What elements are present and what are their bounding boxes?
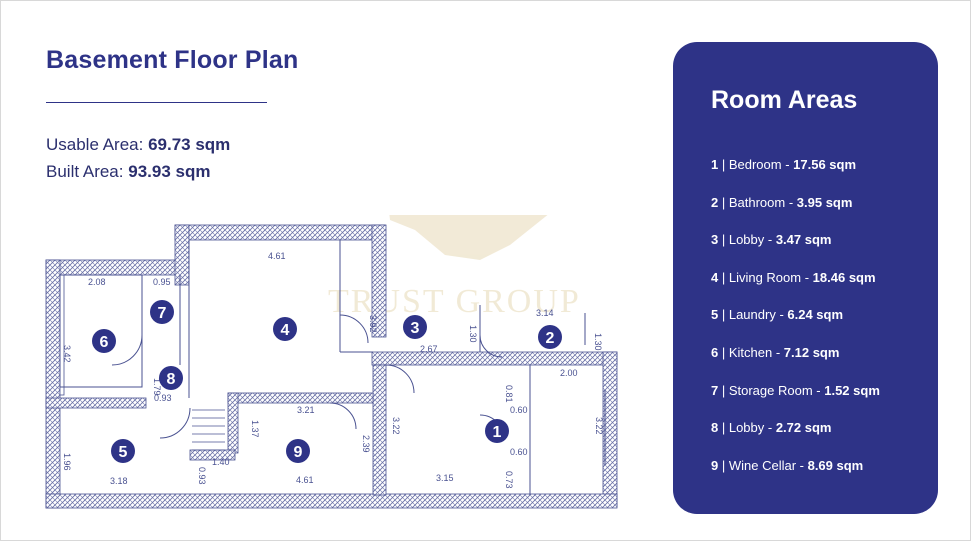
dimension-label: 3.92 [368,315,378,333]
dimension-label: 1.37 [250,420,260,438]
svg-text:2: 2 [546,330,555,347]
dimension-label: 0.60 [510,405,528,415]
svg-text:5: 5 [119,444,128,461]
dimension-label: 3.14 [536,308,554,318]
dimension-label: 0.93 [197,467,207,485]
built-area-label: Built Area: [46,162,124,181]
dimension-label: 2.39 [361,435,371,453]
svg-text:7: 7 [158,305,167,322]
room-markers: 6 7 8 4 3 2 1 5 9 [92,300,562,463]
room-item: 7 | Storage Room - 1.52 sqm [711,382,880,398]
room-marker-6: 6 [92,329,116,353]
dimension-label: 0.95 [153,277,171,287]
svg-text:1: 1 [493,424,502,441]
room-areas-list: 1 | Bedroom - 17.56 sqm 2 | Bathroom - 3… [711,156,880,494]
room-item: 1 | Bedroom - 17.56 sqm [711,157,857,172]
svg-text:8: 8 [167,371,176,388]
watermark: TRUST GROUP [328,215,581,320]
room-marker-9: 9 [286,439,310,463]
usable-area-value: 69.73 sqm [148,135,231,154]
dimension-label: 3.15 [436,473,454,483]
dimension-label: 0.60 [510,447,528,457]
room-item: 5 | Laundry - 6.24 sqm [711,307,844,323]
svg-text:9: 9 [294,444,303,461]
dimension-label: 3.18 [110,476,128,486]
room-item: 4 | Living Room - 18.46 sqm [711,269,876,285]
room-areas-title: Room Areas [711,86,858,114]
usable-area: Usable Area: 69.73 sqm [46,135,230,155]
dimension-label: 0.81 [504,385,514,403]
room-marker-5: 5 [111,439,135,463]
room-item: 6 | Kitchen - 7.12 sqm [711,344,840,360]
svg-text:4: 4 [281,322,290,339]
room-marker-2: 2 [538,325,562,349]
dimension-label: 4.61 [296,475,314,485]
dimension-label: 2.00 [560,368,578,378]
dimension-label: 4.61 [268,251,286,261]
room-marker-3: 3 [403,315,427,339]
dimension-label: 2.67 [420,344,438,354]
dimension-label: 1.96 [62,453,72,471]
title-divider [46,102,267,103]
usable-area-label: Usable Area: [46,135,144,154]
watermark-text: TRUST GROUP [328,283,581,320]
room-marker-1: 1 [485,419,509,443]
dimension-label: 1.30 [468,325,478,343]
dimension-label: 2.08 [88,277,106,287]
room-marker-8: 8 [159,366,183,390]
dimension-label: 1.30 [593,333,603,351]
svg-text:3: 3 [411,320,420,337]
room-marker-7: 7 [150,300,174,324]
dimension-label: 3.42 [62,345,72,363]
walls [45,224,618,509]
dimension-label: 3.22 [594,417,604,435]
stairs [192,409,225,451]
room-item: 2 | Bathroom - 3.95 sqm [711,194,853,210]
dimension-label: 0.93 [154,393,172,403]
room-item: 9 | Wine Cellar - 8.69 sqm [711,457,864,473]
dimension-label: 3.21 [297,405,315,415]
dimension-label: 1.79 [152,378,162,396]
room-item: 8 | Lobby - 2.72 sqm [711,420,832,436]
dimension-label: 0.73 [504,471,514,489]
dimension-label: 3.22 [391,417,401,435]
floor-plan: TRUST GROUP [45,215,618,509]
dimension-label: 1.40 [212,457,230,467]
built-area: Built Area: 93.93 sqm [46,162,210,182]
room-areas-panel: Room Areas 1 | Bedroom - 17.56 sqm 2 | B… [673,42,938,514]
interior-lines [59,240,606,495]
svg-text:6: 6 [100,334,109,351]
built-area-value: 93.93 sqm [128,162,211,181]
dimension-labels: 2.08 0.95 4.61 3.42 3.92 1.30 2.67 3.14 … [62,251,604,489]
page-title: Basement Floor Plan [46,46,299,74]
room-marker-4: 4 [273,317,297,341]
room-item: 3 | Lobby - 3.47 sqm [711,232,832,248]
